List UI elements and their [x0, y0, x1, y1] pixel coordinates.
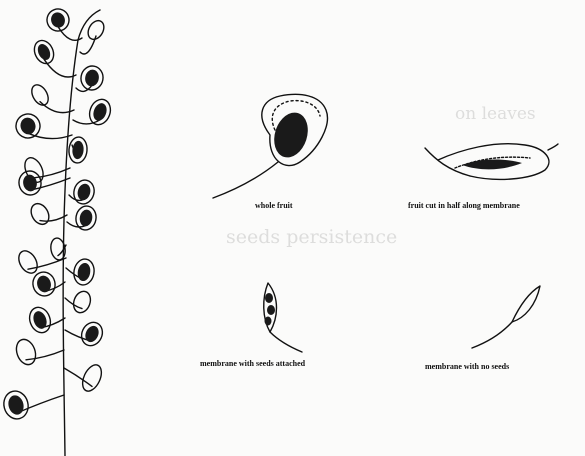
fruit-seed: [72, 140, 85, 159]
fruit-outline: [28, 200, 53, 227]
fruit-stalk: [73, 120, 100, 124]
fruit-stalk: [28, 258, 66, 269]
fruit-stalk: [40, 215, 67, 221]
label-membrane-with-seeds: membrane with seeds attached: [200, 359, 305, 368]
fruit-seed: [78, 209, 93, 228]
fruit-outline: [13, 337, 39, 368]
fruit-outline: [28, 82, 51, 108]
fruit-cluster: [1, 6, 114, 422]
fruit-seed: [31, 309, 49, 330]
fruit-stalk: [26, 350, 64, 360]
membrane-empty-drawing: [472, 286, 540, 348]
fruit-outline: [15, 248, 41, 277]
fruit-seed: [19, 116, 38, 136]
fruit-stalk: [44, 59, 76, 77]
label-whole-fruit: whole fruit: [255, 201, 293, 210]
fruit-outline: [79, 362, 105, 394]
fruit-seed: [84, 69, 100, 88]
fruit-outline: [71, 289, 94, 315]
whole-fruit-drawing: [213, 94, 327, 198]
fruit-seed: [76, 182, 92, 201]
label-fruit-cut: fruit cut in half along membrane: [408, 201, 520, 210]
fruit-seed: [6, 394, 25, 417]
fruit-outline: [85, 18, 107, 42]
fruit-seed: [35, 274, 53, 294]
fruit-seed: [49, 10, 67, 29]
fruit-seed: [76, 262, 91, 282]
cut-fruit-drawing: [425, 144, 558, 180]
membrane-seeds-drawing: [264, 283, 302, 352]
label-membrane-no-seeds: membrane with no seeds: [425, 362, 509, 371]
fruit-stalk: [40, 102, 74, 113]
fruit-seed: [91, 101, 109, 122]
